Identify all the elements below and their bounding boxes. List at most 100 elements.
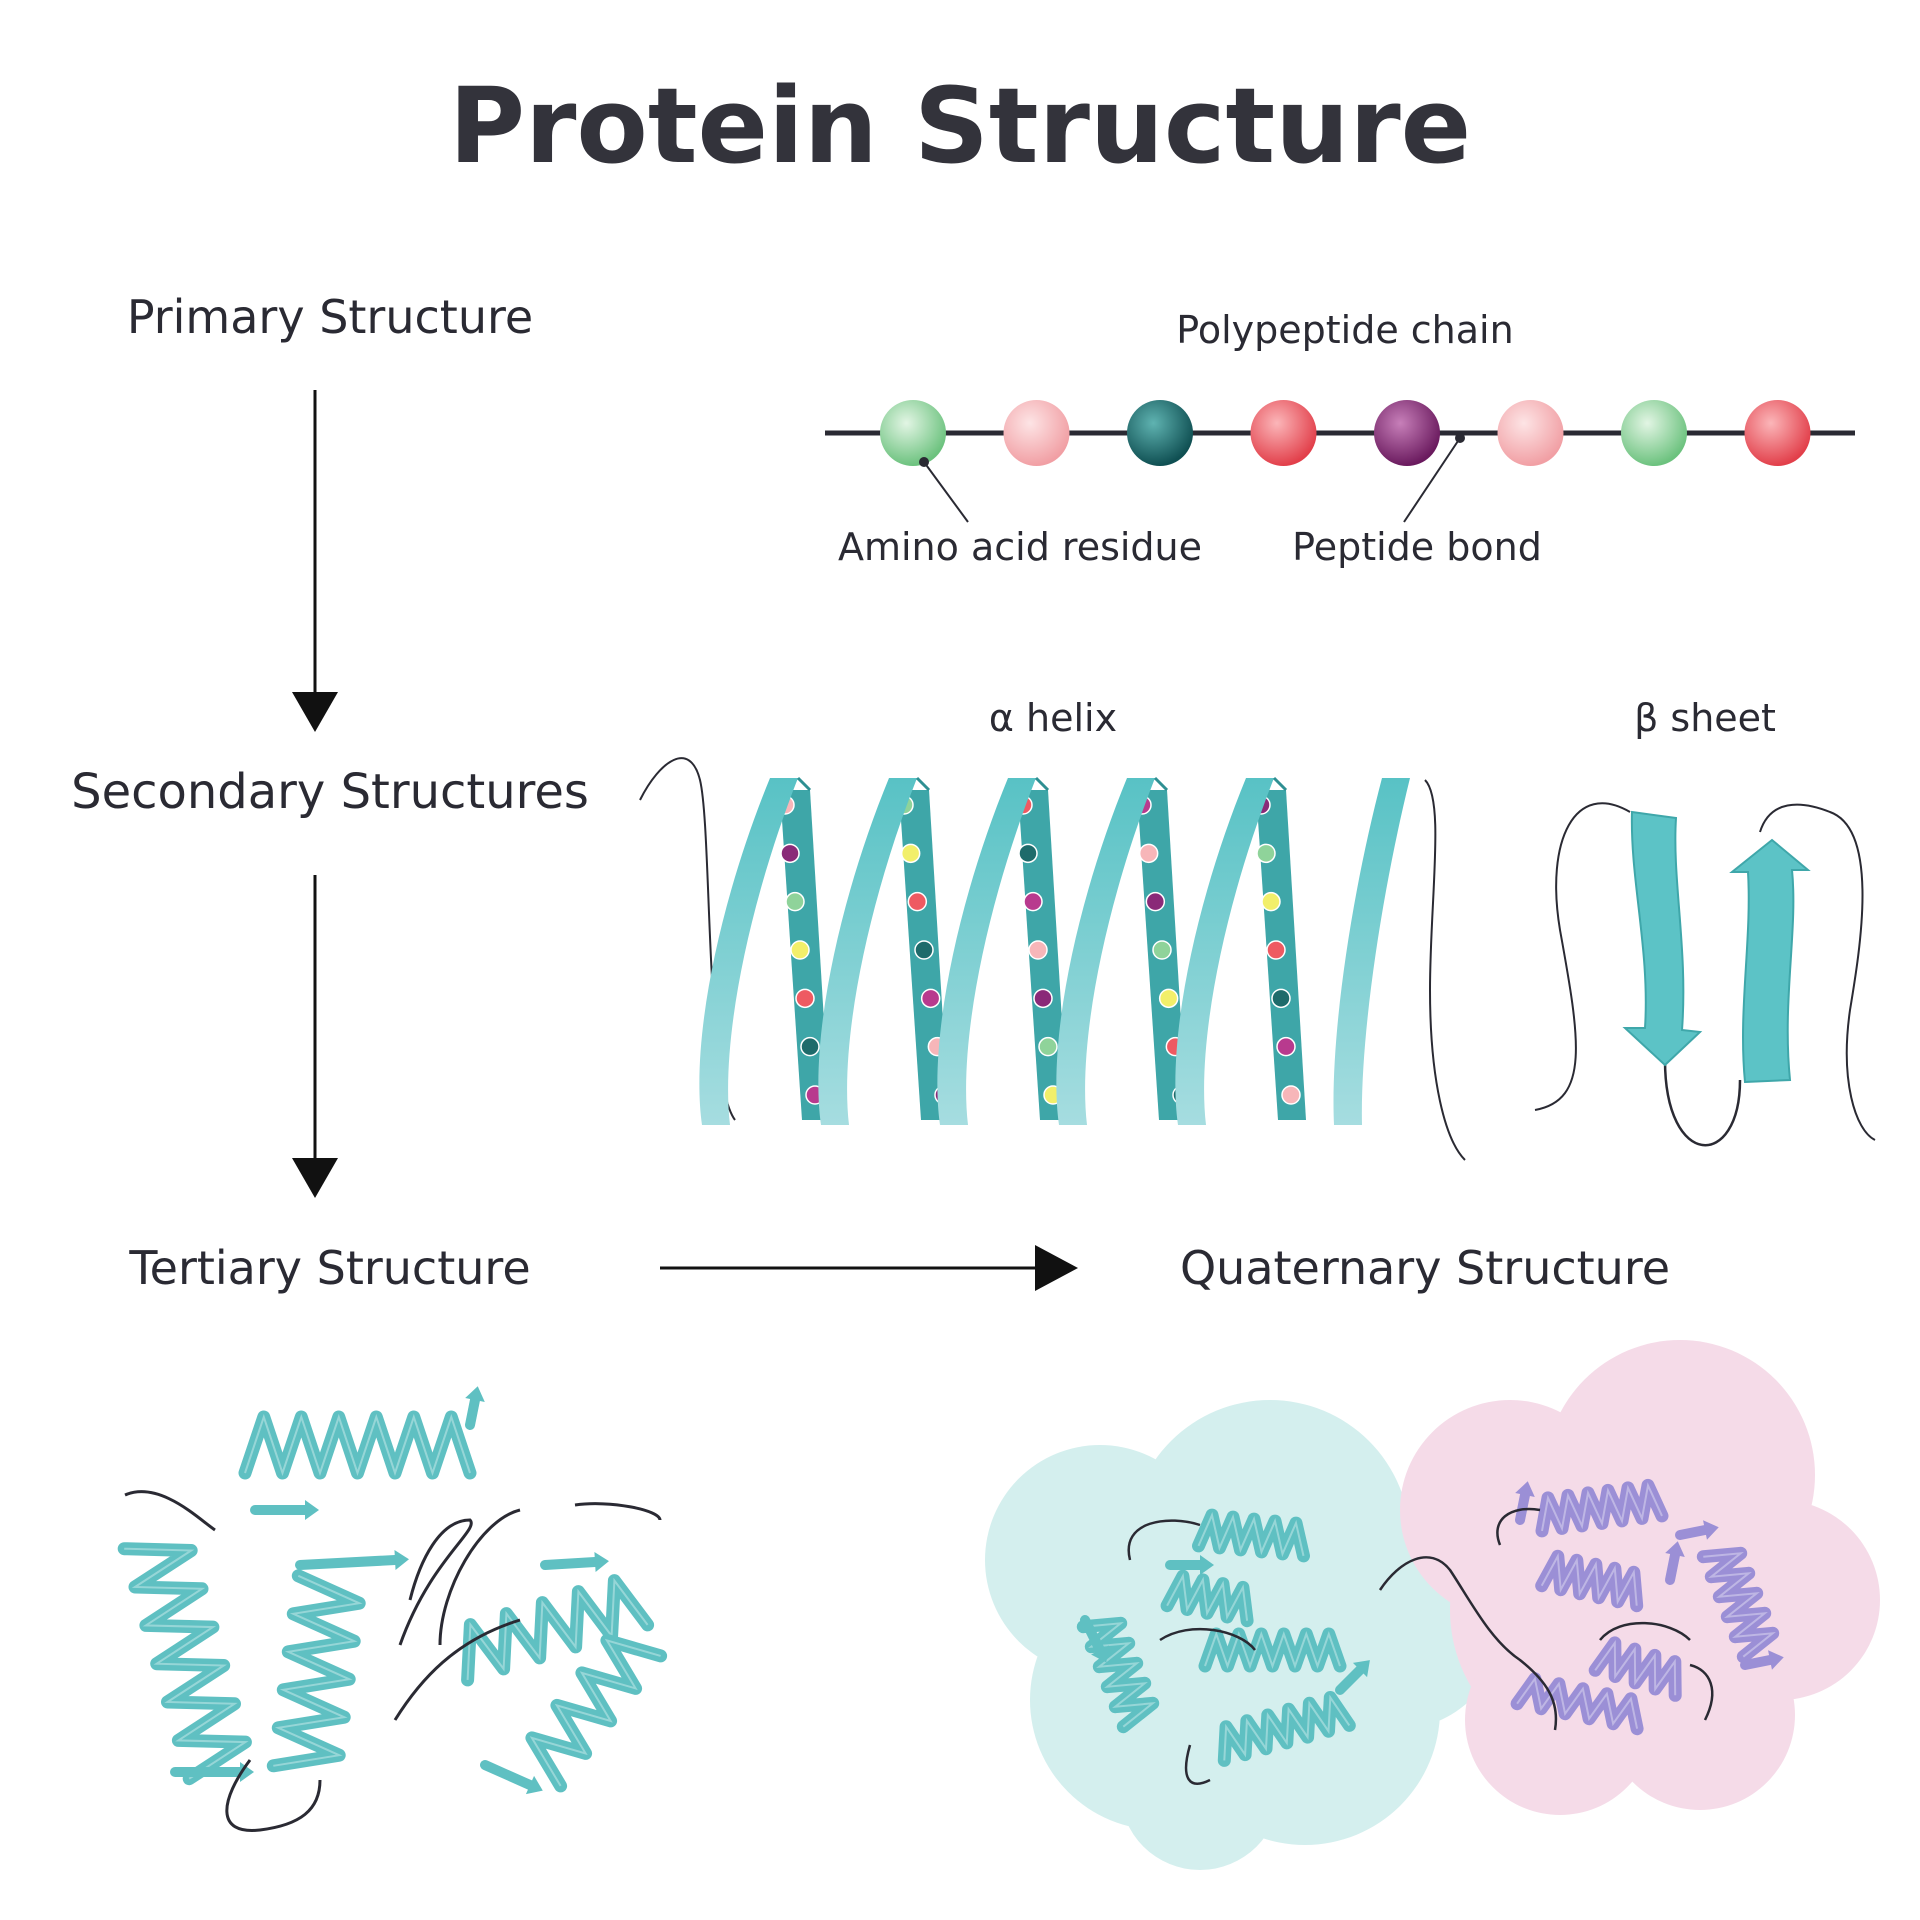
beta-strand-up-arrow (1729, 838, 1811, 1084)
helix-residue (790, 940, 810, 960)
teal-loop-2 (1159, 1627, 1256, 1651)
helix-residue (1018, 843, 1038, 864)
purple-subunit-helix (1535, 1478, 1669, 1538)
helix-residue (907, 891, 928, 912)
purple-subunit-helix-highlight (1516, 1676, 1639, 1729)
helix-residue (795, 988, 815, 1009)
tertiary-loop-6 (393, 1618, 521, 1721)
helix-residue (1276, 1036, 1296, 1057)
purple-subunit-helix (1588, 1636, 1682, 1702)
tertiary-strand-head (465, 1386, 485, 1402)
helix-residue (900, 843, 921, 864)
beta-sheet-label: β sheet (1634, 696, 1776, 740)
tertiary-helix-highlight (529, 1638, 661, 1787)
helix-residue (1023, 891, 1043, 912)
purple-subunit-helix-highlight (1540, 1552, 1638, 1606)
polypeptide-chain-label: Polypeptide chain (1176, 308, 1513, 352)
tertiary-helix (238, 1410, 477, 1480)
tertiary-strand (540, 1557, 600, 1570)
alpha-helix: α helix (639, 696, 1466, 1161)
helix-residue (920, 988, 941, 1009)
helix-edge (796, 776, 812, 792)
teal-subunit-helix (1217, 1691, 1356, 1767)
helix-residue (1138, 843, 1159, 864)
tertiary-strand (465, 1395, 480, 1430)
teal-subunit-helix (1198, 1627, 1347, 1673)
tertiary-loop-1 (124, 1490, 216, 1532)
teal-subunit-strand-head (1352, 1660, 1370, 1678)
tertiary-helix-highlight (124, 1547, 249, 1780)
purple-subunit-helix (1535, 1549, 1644, 1613)
tertiary-strand (480, 1760, 535, 1790)
tertiary-strand-head (594, 1552, 609, 1572)
pink-loop-3 (1689, 1663, 1714, 1721)
helix-residue (1028, 940, 1048, 960)
amino-acid-residue (1497, 400, 1564, 466)
sheet-turn (1663, 1059, 1742, 1147)
amino-acid-residue-label: Amino acid residue (838, 525, 1202, 569)
helix-front-band (1175, 778, 1274, 1125)
helix-tail-right (1424, 779, 1466, 1161)
teal-subunit-strand-head (1200, 1555, 1214, 1575)
tertiary-loop-5 (574, 1502, 662, 1521)
tertiary-structure-illustration (117, 1386, 668, 1832)
pink-loop-1 (1496, 1507, 1541, 1546)
teal-subunit-strand (1335, 1665, 1365, 1695)
quaternary-structure-label: Quaternary Structure (1180, 1241, 1670, 1295)
teal-subunit-helix (1076, 1616, 1160, 1734)
tertiary-loop-3 (398, 1518, 473, 1646)
helix-residue (1266, 940, 1286, 960)
beta-sheet: β sheet (1534, 696, 1876, 1147)
amino-acid-residue (1744, 400, 1811, 466)
helix-residue (1261, 891, 1281, 912)
tertiary-helix-highlight (244, 1413, 471, 1477)
purple-subunit-strand (1740, 1655, 1775, 1670)
teal-subunit-strand (1080, 1615, 1105, 1655)
sheet-loop-right (1759, 803, 1876, 1141)
purple-subunit-strand (1665, 1550, 1680, 1585)
amino-acid-residue (1621, 400, 1687, 466)
purple-subunit-helix-highlight (1594, 1639, 1677, 1696)
helix-front-band (937, 778, 1036, 1125)
helix-front-ribbons (699, 776, 1410, 1125)
purple-subunit-strand-head (1768, 1650, 1784, 1670)
helix-residue (1033, 988, 1053, 1009)
tertiary-loop-4 (438, 1508, 521, 1646)
tertiary-helix (461, 1574, 655, 1687)
helix-residue (800, 1036, 820, 1057)
purple-subunit-strand-head (1665, 1541, 1685, 1557)
sheet-loop-left (1534, 802, 1631, 1111)
beta-strand-down-arrow (1622, 810, 1703, 1067)
helix-residue (780, 843, 800, 864)
arrow-secondary-to-tertiary (292, 875, 338, 1198)
purple-subunit-strand (1515, 1490, 1530, 1525)
tertiary-helix-highlight (466, 1577, 649, 1680)
helix-front-band (1333, 778, 1410, 1125)
teal-loop-1 (1127, 1519, 1201, 1561)
purple-subunit-helix-highlight (1703, 1552, 1776, 1658)
amino-acid-residue (1003, 400, 1070, 466)
pink-loop-2 (1599, 1621, 1691, 1641)
helix-residue (1256, 843, 1276, 864)
teal-subunit-helix-highlight (1223, 1694, 1351, 1761)
amino-acid-residue (1374, 400, 1440, 466)
purple-subunit-strand-head (1515, 1481, 1535, 1497)
peptide-bond-label: Peptide bond (1292, 525, 1542, 569)
polypeptide-chain: Polypeptide chain Amino acid residue Pep… (825, 308, 1855, 569)
tertiary-helices (117, 1386, 668, 1795)
teal-subunit-strand-head (1091, 1645, 1109, 1663)
subunit-linker (1378, 1556, 1558, 1731)
tertiary-loop-2 (225, 1759, 322, 1832)
helix-residue (1271, 988, 1291, 1009)
alpha-helix-label: α helix (989, 696, 1117, 740)
secondary-structures-label: Secondary Structures (71, 764, 589, 820)
tertiary-helix (525, 1633, 668, 1793)
teal-subunit-helix (1192, 1508, 1310, 1563)
helix-residue (914, 940, 934, 960)
helix-edge (915, 776, 931, 792)
page-title: Protein Structure (449, 65, 1471, 187)
bond-leader-line (1403, 437, 1461, 523)
helix-front-band (699, 778, 798, 1125)
tertiary-structure-label: Tertiary Structure (128, 1241, 530, 1295)
